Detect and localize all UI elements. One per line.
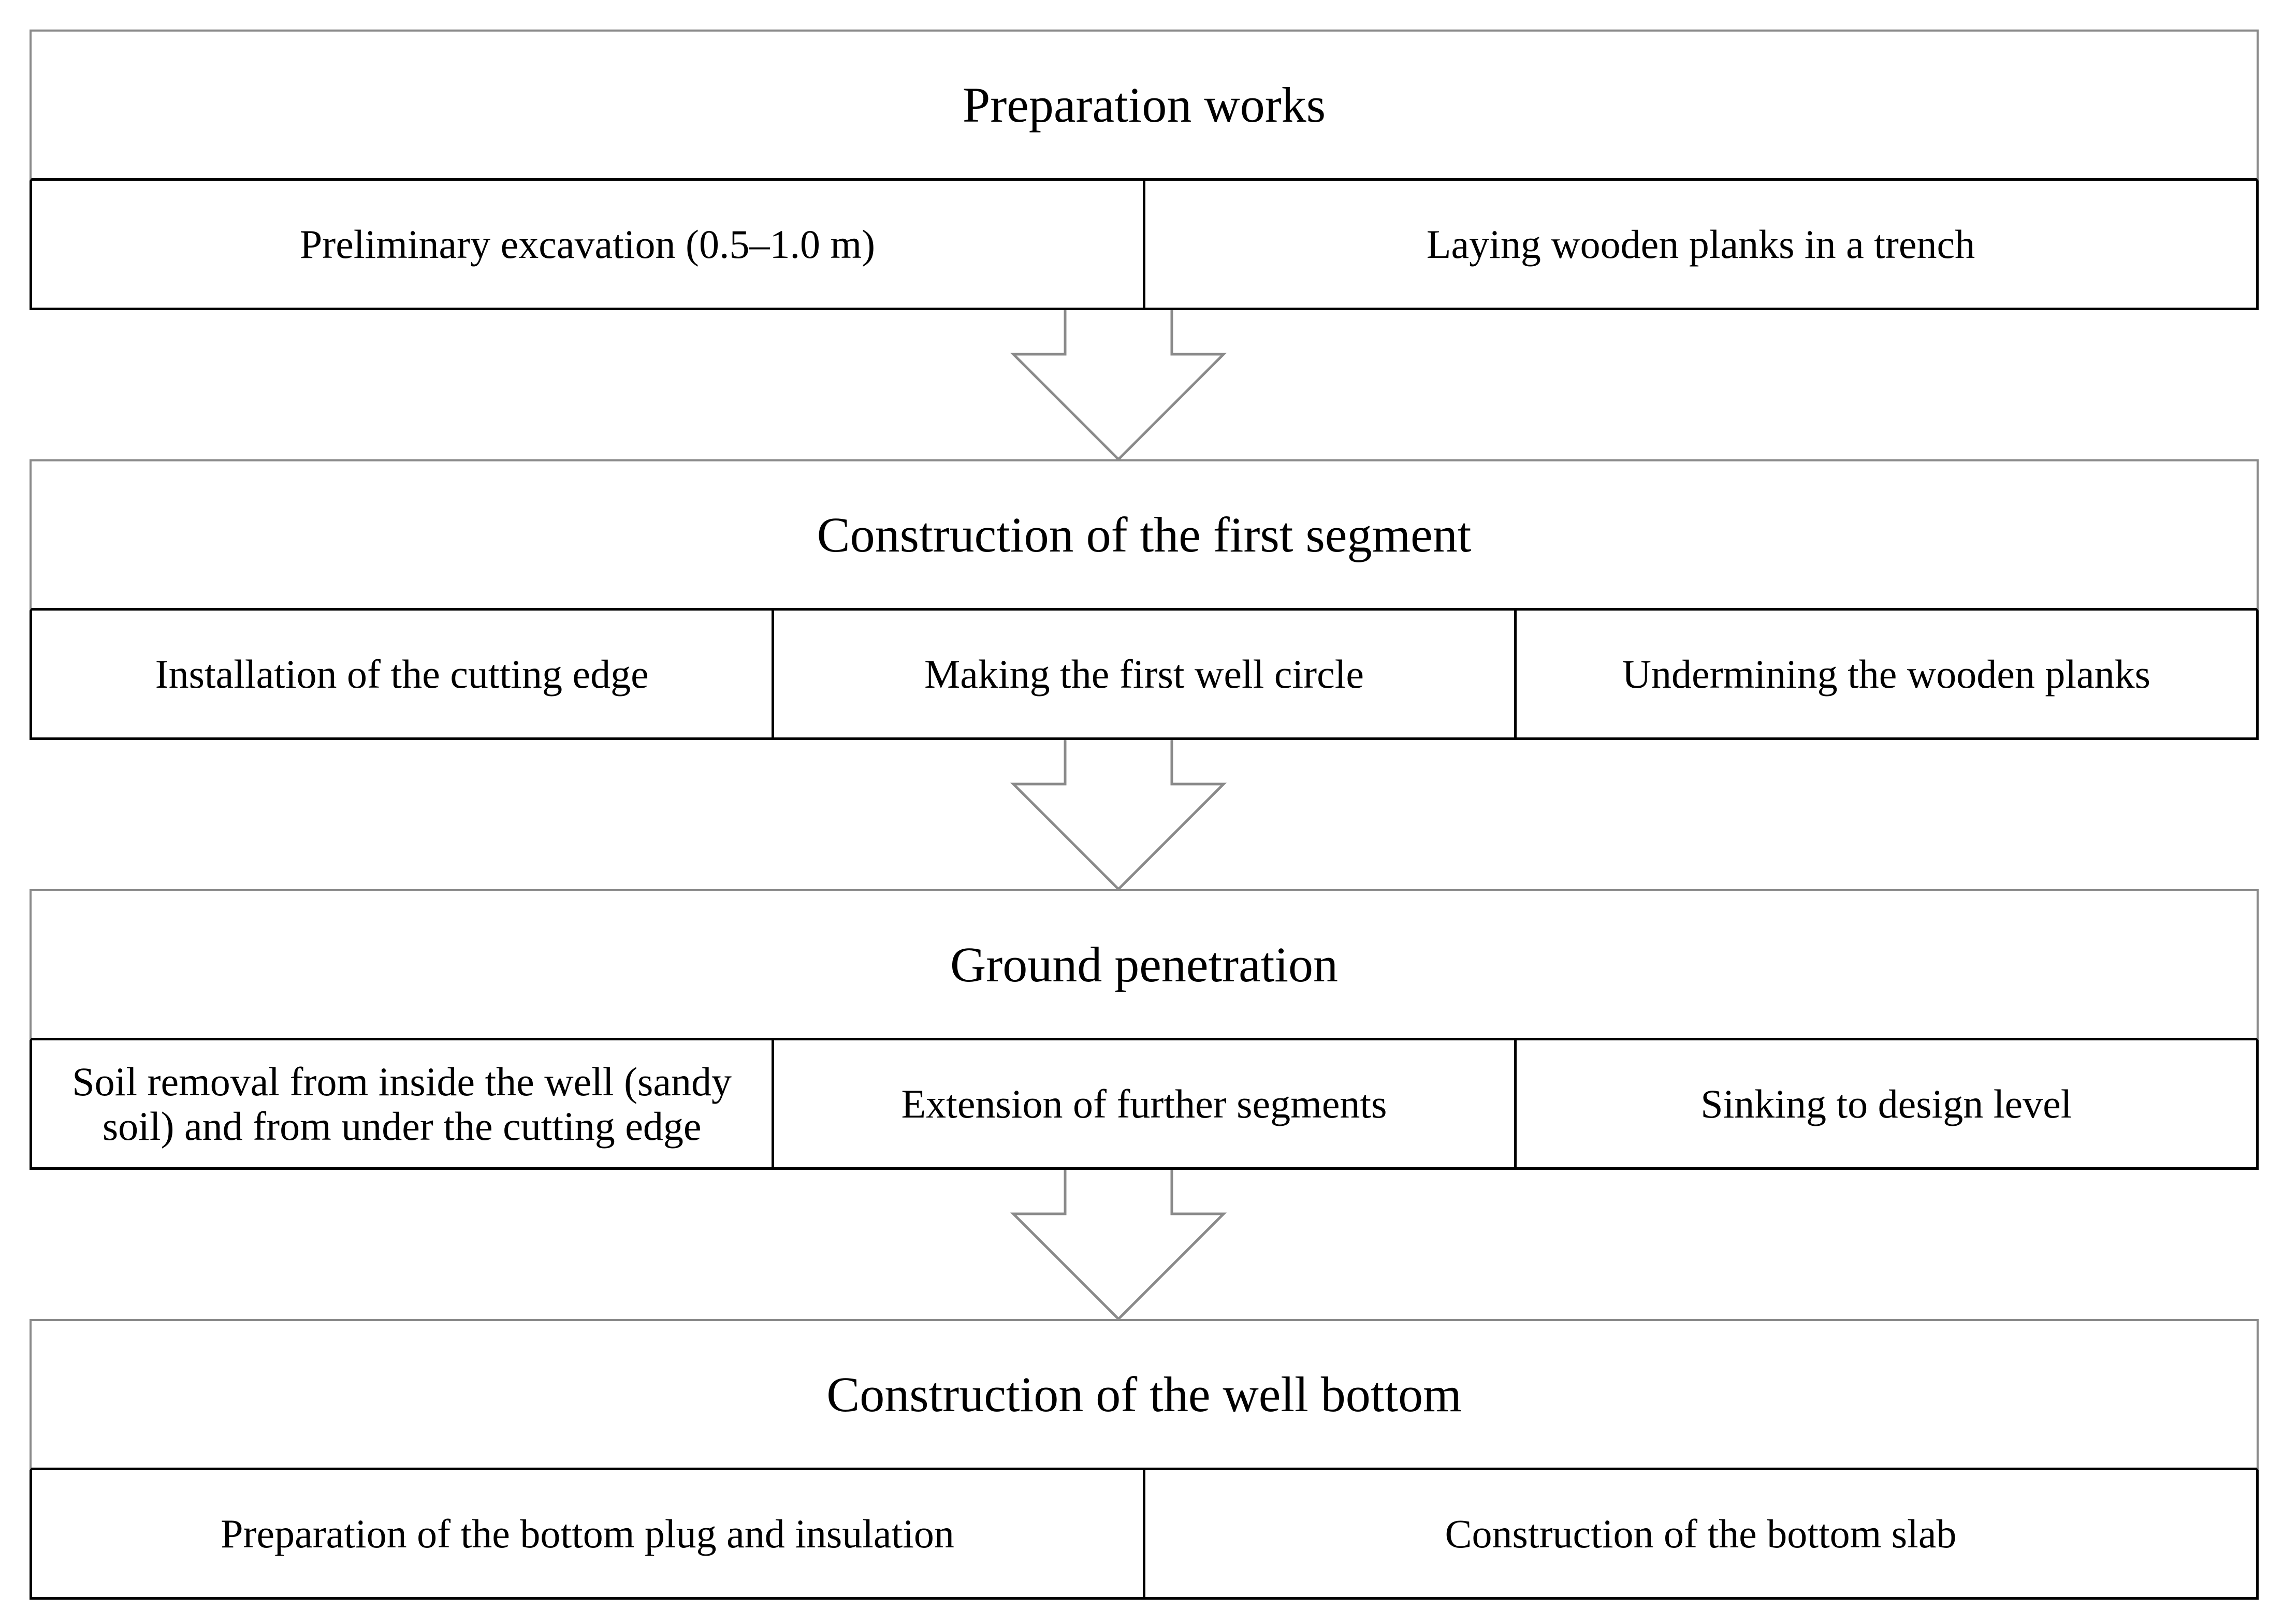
stage-first-segment: Construction of the first segment Instal… [30,459,2259,740]
step-box: Laying wooden planks in a trench [1143,181,2256,308]
step-box: Preparation of the bottom plug and insul… [221,1511,954,1556]
stage-steps: Soil removal from inside the well (sandy… [30,1040,2259,1170]
down-arrow-icon [1010,1170,1227,1319]
step-box: Making the first well circle [772,611,1514,737]
stage-title: Ground penetration [30,889,2259,1040]
stage-title: Construction of the well bottom [30,1319,2259,1470]
flowchart: Preparation works Preliminary excavation… [30,30,2259,1600]
step-box: Construction of the bottom slab [1143,1470,2256,1597]
stage-title: Preparation works [30,30,2259,181]
step-box: Sinking to design level [1514,1040,2256,1167]
flow-arrow [30,1170,2259,1319]
down-arrow-icon [1010,740,1227,889]
stage-steps: Preliminary excavation (0.5–1.0 m) Layin… [30,181,2259,310]
step-box: Extension of further segments [772,1040,1514,1167]
stage-preparation-works: Preparation works Preliminary excavation… [30,30,2259,310]
stage-ground-penetration: Ground penetration Soil removal from ins… [30,889,2259,1170]
step-box: Installation of the cutting edge [155,651,649,697]
stage-steps: Installation of the cutting edge Making … [30,611,2259,740]
stage-steps: Preparation of the bottom plug and insul… [30,1470,2259,1600]
stage-title: Construction of the first segment [30,459,2259,611]
step-box: Soil removal from inside the well (sandy… [72,1058,732,1149]
step-box: Preliminary excavation (0.5–1.0 m) [299,221,876,267]
stage-well-bottom: Construction of the well bottom Preparat… [30,1319,2259,1600]
flow-arrow [30,740,2259,889]
step-box: Undermining the wooden planks [1514,611,2256,737]
flow-arrow [30,310,2259,459]
down-arrow-icon [1010,310,1227,459]
